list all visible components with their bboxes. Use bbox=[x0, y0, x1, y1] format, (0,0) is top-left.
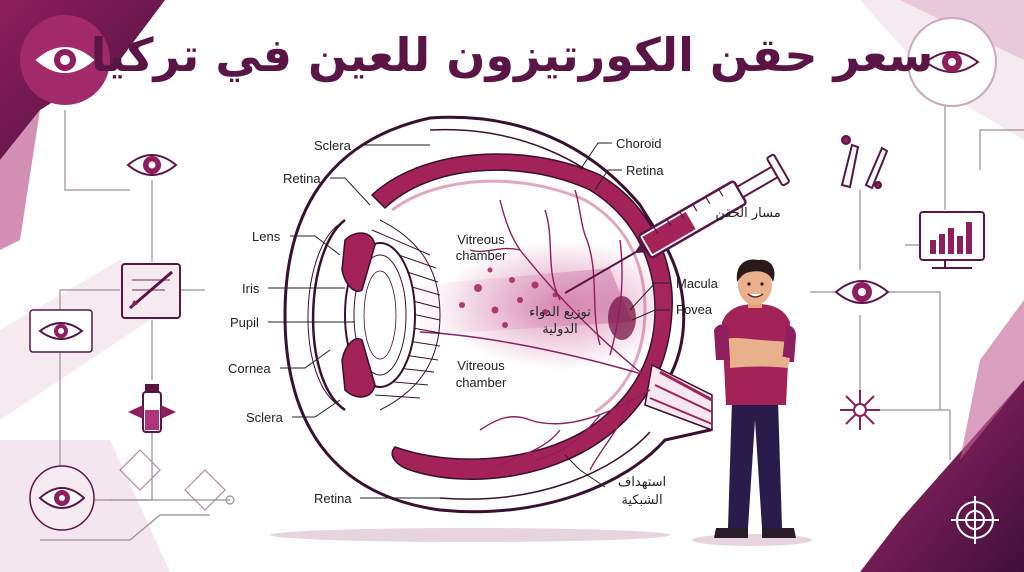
label-macula: Macula bbox=[676, 276, 718, 291]
label-pupil: Pupil bbox=[230, 315, 259, 330]
circuit-lines-left bbox=[40, 110, 230, 541]
document-pen-icon bbox=[121, 263, 181, 319]
circuit-lines-right bbox=[810, 90, 1024, 460]
label-retina-top-left: Retina bbox=[283, 171, 321, 186]
corner-shape-bottom-right-accent bbox=[960, 300, 1024, 460]
medicine-vial-icon bbox=[128, 384, 176, 433]
label-fovea: Fovea bbox=[676, 302, 713, 317]
label-retina-top-right: Retina bbox=[626, 163, 664, 178]
target-icon bbox=[951, 496, 999, 544]
label-cornea: Cornea bbox=[228, 361, 271, 376]
eye-icon bbox=[834, 280, 890, 304]
label-choroid: Choroid bbox=[616, 136, 662, 151]
label-injection-path: مسار الحقن bbox=[715, 206, 781, 221]
leader-lines bbox=[268, 142, 670, 499]
label-vitreous-top-1: Vitreous bbox=[457, 232, 505, 247]
eye-icon bbox=[126, 154, 178, 176]
label-drug-distribution-2: الدولية bbox=[542, 322, 578, 337]
ground-shadow bbox=[270, 528, 670, 542]
eye-icon bbox=[29, 465, 95, 531]
scalpel-icon bbox=[840, 135, 889, 190]
diamond-decor bbox=[119, 449, 226, 511]
doctor-figure bbox=[692, 259, 812, 546]
label-retina-targeting-2: الشبكية bbox=[621, 493, 663, 508]
label-drug-distribution-1: توزيع الدواء bbox=[529, 305, 591, 320]
label-sclera-top: Sclera bbox=[314, 138, 351, 153]
page-title: سعر حقن الكورتيزون للعين في تركيا bbox=[90, 28, 934, 82]
eye-icon bbox=[20, 15, 110, 105]
label-vitreous-top-2: chamber bbox=[455, 248, 507, 263]
corner-shape-top-left-accent bbox=[0, 110, 40, 250]
label-sclera-bottom: Sclera bbox=[246, 410, 283, 425]
burst-icon bbox=[840, 390, 880, 430]
label-retina-targeting-1: استهداف bbox=[617, 475, 667, 490]
eye-icon bbox=[907, 17, 997, 107]
eye-cross-section bbox=[283, 115, 713, 514]
eye-icon bbox=[29, 309, 93, 353]
label-vitreous-bottom-1: Vitreous bbox=[457, 358, 505, 373]
label-lens: Lens bbox=[252, 229, 281, 244]
label-vitreous-bottom-2: chamber bbox=[455, 375, 507, 390]
label-iris: Iris bbox=[242, 281, 260, 296]
bar-chart-icon bbox=[919, 211, 985, 269]
syringe-icon bbox=[564, 153, 790, 294]
label-retina-bottom: Retina bbox=[314, 491, 352, 506]
circuit-node bbox=[225, 495, 235, 505]
